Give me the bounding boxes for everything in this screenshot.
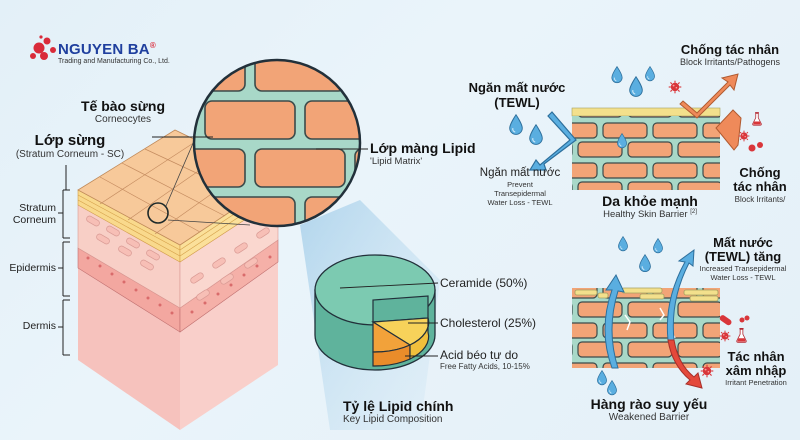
corneocytes-subtitle: Corneocytes [94, 114, 152, 125]
brand-tagline: Trading and Manufacturing Co., Ltd. [58, 58, 170, 65]
lipid-composition-subtitle: Key Lipid Composition [343, 414, 443, 425]
lipid-matrix-label: Lớp màng Lipid 'Lipid Matrix' [370, 140, 476, 167]
penetration-arrow-icon [667, 339, 703, 389]
deflect-arrow-right-icon [715, 109, 742, 151]
prevent-tewl-heading: Ngăn mất nước (TEWL) [468, 80, 566, 110]
lipid-matrix-title: Lớp màng Lipid [370, 140, 476, 156]
lipid-composition-caption: Tỷ lệ Lipid chính Key Lipid Composition [343, 398, 453, 425]
pie-label-ceramide: Ceramide (50%) [440, 276, 528, 290]
logo-icon [30, 35, 56, 60]
water-escape-arrow-left-icon [604, 273, 625, 369]
lipid-matrix-magnifier [152, 58, 368, 228]
registered-mark: ® [149, 41, 156, 50]
irritant-penetration-label: Tác nhân xâm nhập Irritant Penetration [725, 349, 787, 388]
skin-cross-section [58, 89, 279, 430]
weakened-barrier-subtitle: Weakened Barrier [608, 412, 690, 423]
stratum-corneum-title: Lớp sừng [34, 132, 106, 149]
weakened-barrier-caption: Hàng rào suy yếu Weakened Barrier [574, 396, 724, 423]
citation: [2] [690, 209, 697, 215]
water-escape-arrow-right-icon [666, 248, 695, 341]
brand-logo: NGUYEN BA® Trading and Manufacturing Co.… [58, 41, 170, 65]
corneocytes-title: Tế bào sừng [80, 98, 166, 114]
brand-name: NGUYEN BA [58, 41, 150, 58]
pie-label-cholesterol: Cholesterol (25%) [440, 316, 537, 330]
lipid-composition-title: Tỷ lệ Lipid chính [343, 398, 454, 414]
prevent-tewl-detail: Ngăn mất nước Prevent Transepidermal Wat… [479, 167, 561, 207]
layer-label-dermis: Dermis [22, 320, 56, 332]
layer-label-stratum-corneum: Stratum Corneum [12, 202, 56, 226]
deflect-arrow-top-icon [679, 73, 739, 119]
weakened-barrier-wall [572, 287, 720, 368]
healthy-barrier-caption: Da khỏe mạnh Healthy Skin Barrier [2] [580, 193, 720, 220]
lipid-pie-chart [314, 254, 439, 371]
blocked-water-arrow-icon [528, 111, 577, 171]
healthy-barrier-wall [571, 107, 721, 190]
block-irritants-top: Chống tác nhân Block Irritants/Pathogens [679, 42, 781, 67]
healthy-barrier-title: Da khỏe mạnh [602, 193, 698, 209]
stratum-corneum-subtitle: (Stratum Corneum - SC) [15, 149, 125, 160]
layer-label-epidermis: Epidermis [9, 262, 56, 274]
tewl-increase-label: Mất nước (TEWL) tăng Increased Transepid… [699, 235, 787, 283]
pie-label-fatty-acids: Acid béo tự do Free Fatty Acids, 10-15% [440, 348, 530, 371]
lipid-matrix-subtitle: 'Lipid Matrix' [370, 156, 423, 167]
weakened-barrier-title: Hàng rào suy yếu [590, 396, 708, 412]
healthy-barrier-subtitle: Healthy Skin Barrier [603, 209, 688, 221]
corneocytes-label: Tế bào sừng Corneocytes [78, 98, 168, 125]
block-irritants-right: Chống tác nhân Block Irritants/ [733, 165, 787, 205]
zoom-marker-icon [147, 202, 169, 224]
stratum-corneum-label: Lớp sừng (Stratum Corneum - SC) [0, 132, 140, 160]
